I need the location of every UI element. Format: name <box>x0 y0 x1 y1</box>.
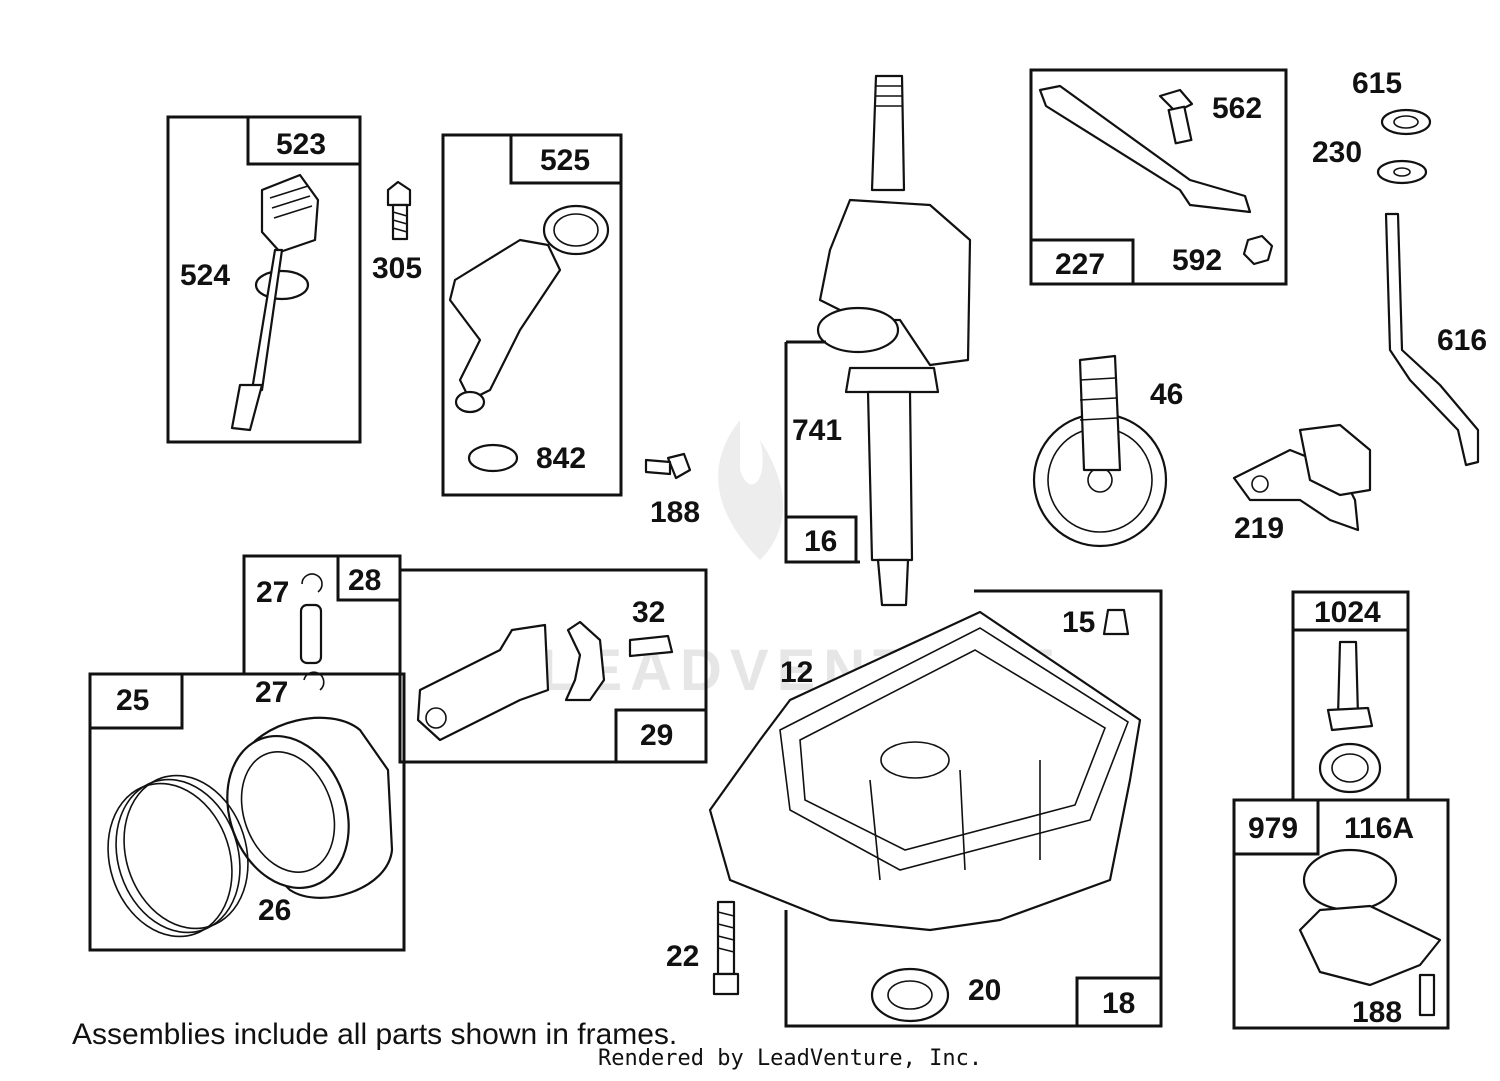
label-592: 592 <box>1172 244 1222 277</box>
label-12: 12 <box>780 656 813 689</box>
o-ring-116A <box>1302 848 1398 912</box>
label-615: 615 <box>1352 67 1402 100</box>
label-15: 15 <box>1062 606 1095 639</box>
connecting-rod <box>416 623 550 742</box>
rod-bolt-32 <box>628 634 674 658</box>
label-562: 562 <box>1212 92 1262 125</box>
bolt-22: 22 <box>666 900 740 996</box>
frame-18: 18 15 12 20 <box>708 589 1163 1028</box>
label-26: 26 <box>258 894 291 927</box>
cover-bolt-188 <box>1418 973 1436 1017</box>
label-46: 46 <box>1150 378 1183 411</box>
plug-15 <box>1102 608 1130 636</box>
label-524: 524 <box>180 259 230 292</box>
fill-tube-part <box>448 204 610 414</box>
label-219: 219 <box>1234 512 1284 545</box>
label-1024: 1024 <box>1314 596 1381 629</box>
label-20: 20 <box>968 974 1001 1007</box>
piston-rings <box>107 774 249 938</box>
frame-979: 979 116A 188 <box>1232 798 1450 1030</box>
frame-525: 525 842 <box>441 133 623 497</box>
nut-592 <box>1242 234 1274 266</box>
label-616: 616 <box>1437 324 1487 357</box>
o-ring-842 <box>467 443 519 473</box>
camshaft-46: 46 <box>1032 354 1183 548</box>
frame-28: 28 27 <box>242 554 402 676</box>
rod-cap <box>564 620 606 702</box>
pump-shaft <box>1336 640 1360 718</box>
piston <box>226 716 394 899</box>
frame-29: 29 32 <box>398 568 708 764</box>
governor-lever <box>1038 84 1252 214</box>
dipstick-part <box>230 173 320 432</box>
label-227: 227 <box>1055 248 1105 281</box>
label-28: 28 <box>348 564 381 597</box>
label-188-cover: 188 <box>1352 996 1402 1029</box>
part-615-230-616: 615 230 616 <box>1312 67 1487 467</box>
label-741: 741 <box>792 414 842 447</box>
label-22: 22 <box>666 940 699 973</box>
part-188-bolt: 188 <box>644 452 700 529</box>
label-523: 523 <box>276 128 326 161</box>
label-979: 979 <box>1248 812 1298 845</box>
label-116A: 116A <box>1344 812 1414 845</box>
label-25: 25 <box>116 684 149 717</box>
seal-20 <box>870 967 950 1023</box>
label-525: 525 <box>540 144 590 177</box>
frame-523: 523 524 <box>166 115 362 444</box>
clip-27-bottom <box>303 671 325 691</box>
label-18: 18 <box>1102 987 1135 1020</box>
frame-1024: 1024 <box>1291 590 1410 802</box>
render-credit: Rendered by LeadVenture, Inc. <box>598 1046 983 1071</box>
label-29: 29 <box>640 719 673 752</box>
label-305: 305 <box>372 252 422 285</box>
pump-cover <box>1298 904 1442 987</box>
part-219: 219 <box>1232 423 1372 545</box>
label-230: 230 <box>1312 136 1362 169</box>
label-188-bolt: 188 <box>650 496 700 529</box>
label-27-top: 27 <box>256 576 289 609</box>
pump-rotor <box>1318 742 1382 794</box>
label-27-bottom: 27 <box>255 676 288 709</box>
sump-part <box>708 610 1142 932</box>
pump-gear <box>1326 706 1374 732</box>
frame-227: 227 562 592 <box>1029 68 1288 286</box>
clip-27-top <box>301 573 323 593</box>
label-32: 32 <box>632 596 665 629</box>
frame-16: 16 741 <box>784 340 860 564</box>
assemblies-footnote: Assemblies include all parts shown in fr… <box>72 1018 678 1051</box>
part-305-bolt: 305 <box>372 180 422 285</box>
label-842: 842 <box>536 442 586 475</box>
frame-25: 25 27 26 <box>88 671 406 952</box>
crankshaft <box>816 74 972 607</box>
label-16: 16 <box>804 525 837 558</box>
wrist-pin <box>299 603 323 665</box>
